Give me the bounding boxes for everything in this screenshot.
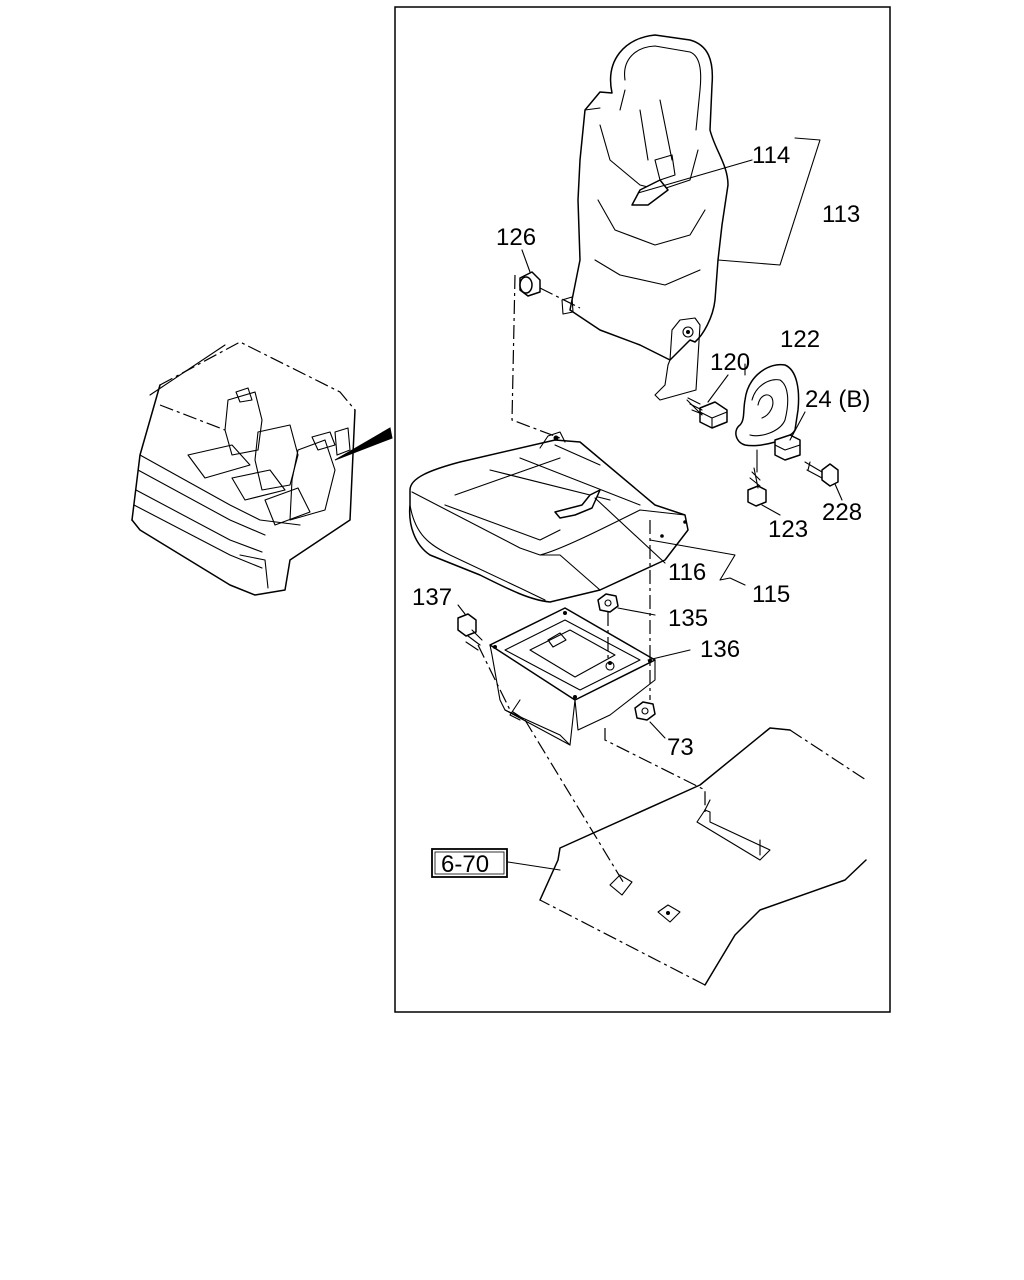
callout-135: 135 (668, 605, 708, 632)
part-135-nut (597, 593, 619, 660)
part-136-seat-bracket (489, 607, 656, 746)
cab-overview-illustration (131, 341, 393, 596)
leader-lines (457, 137, 843, 871)
callout-73: 73 (667, 734, 694, 761)
callout-116: 116 (668, 559, 706, 586)
floor-panel-6-70 (539, 727, 867, 986)
callout-123: 123 (768, 516, 808, 543)
callout-136: 136 (700, 636, 740, 663)
ref-6-70: 6-70 (441, 851, 489, 878)
callout-115: 115 (752, 581, 790, 608)
callout-114: 114 (752, 142, 790, 169)
part-24b-clip (774, 434, 801, 461)
diagram-frame (394, 6, 891, 1013)
seat-back-assembly (561, 34, 729, 401)
callout-113: 113 (822, 201, 860, 228)
part-126-grommet (519, 271, 581, 309)
part-137-bolt (457, 613, 626, 886)
callout-122: 122 (780, 326, 820, 353)
callout-228: 228 (822, 499, 862, 526)
callout-24b: 24 (B) (805, 386, 870, 413)
ref-box-6-70 (431, 848, 508, 878)
part-122-side-cover (735, 363, 800, 447)
part-73-nut (634, 520, 656, 721)
part-228-screw (804, 461, 839, 487)
callout-126: 126 (496, 224, 536, 251)
seat-cushion-assembly (408, 431, 689, 603)
part-123-screw (747, 449, 767, 507)
callout-120: 120 (710, 349, 750, 376)
callout-137: 137 (412, 584, 452, 611)
callout-labels: 114 113 126 122 120 24 (B) 123 228 116 1… (412, 142, 870, 878)
part-120-bolt (686, 397, 728, 429)
